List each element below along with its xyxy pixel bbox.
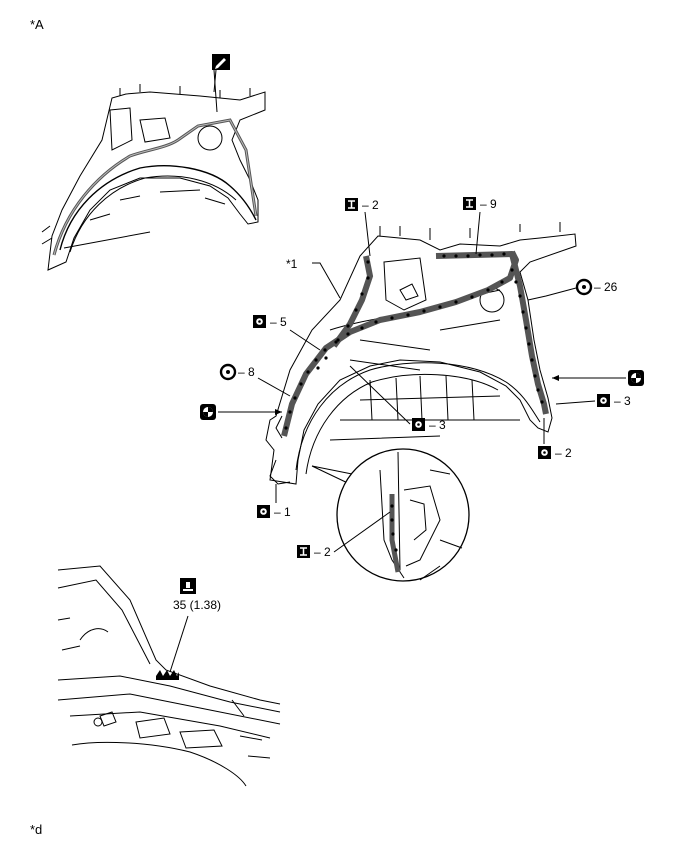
svg-text:–: – [555, 446, 562, 460]
label-i2-top: – [362, 198, 369, 212]
torque-wrench-icon [180, 578, 196, 594]
svg-text:–: – [429, 418, 436, 432]
value-i9: 9 [490, 197, 497, 211]
svg-text:–: – [270, 315, 277, 329]
weld-points [284, 252, 544, 430]
plug-weld-square-icon [538, 446, 551, 459]
spot-weld-square-icon [297, 545, 310, 558]
callout-panel-label: *1 [286, 257, 298, 271]
spot-weld-square-icon [345, 198, 358, 211]
double-circle-weld-icon [219, 363, 237, 381]
plug-weld-square-icon [253, 315, 266, 328]
plug-weld-square-icon [412, 418, 425, 431]
brazing-circle-icon [200, 404, 216, 420]
rivet-row [156, 670, 179, 680]
main-diagram [265, 222, 577, 487]
arrow-left-brazing [275, 409, 282, 415]
svg-text:–: – [274, 505, 281, 519]
value-o3-right: 3 [624, 394, 631, 408]
svg-text:–: – [614, 394, 621, 408]
double-circle-weld-icon [575, 278, 593, 296]
value-i2-top: 2 [372, 198, 379, 212]
overview-diagram [41, 69, 266, 271]
value-o8: 8 [248, 365, 255, 379]
plug-weld-square-icon [257, 505, 270, 518]
svg-text:–: – [594, 280, 601, 294]
figure-label-d: *d [30, 822, 42, 837]
value-o1: 1 [284, 505, 291, 519]
plug-weld-square-icon [597, 394, 610, 407]
detail-magnified-view [336, 448, 470, 582]
arrow-right-brazing [552, 375, 559, 381]
value-o3-mid: 3 [439, 418, 446, 432]
svg-text:–: – [238, 365, 245, 379]
spot-weld-square-icon [463, 197, 476, 210]
value-i2-detail: 2 [324, 545, 331, 559]
bottom-detail-view [57, 565, 281, 787]
svg-text:–: – [480, 197, 487, 211]
value-o26: 26 [604, 280, 618, 294]
weld-band-left [331, 255, 374, 348]
svg-text:–: – [314, 545, 321, 559]
torque-value: 35 (1.38) [173, 598, 221, 612]
value-o2-right: 2 [565, 446, 572, 460]
value-o5: 5 [280, 315, 287, 329]
weld-band-lower [281, 250, 519, 437]
figure-label-a: *A [30, 17, 44, 32]
marker-pen-icon [212, 54, 230, 113]
brazing-circle-icon [628, 370, 644, 386]
weld-band-right [435, 251, 549, 415]
